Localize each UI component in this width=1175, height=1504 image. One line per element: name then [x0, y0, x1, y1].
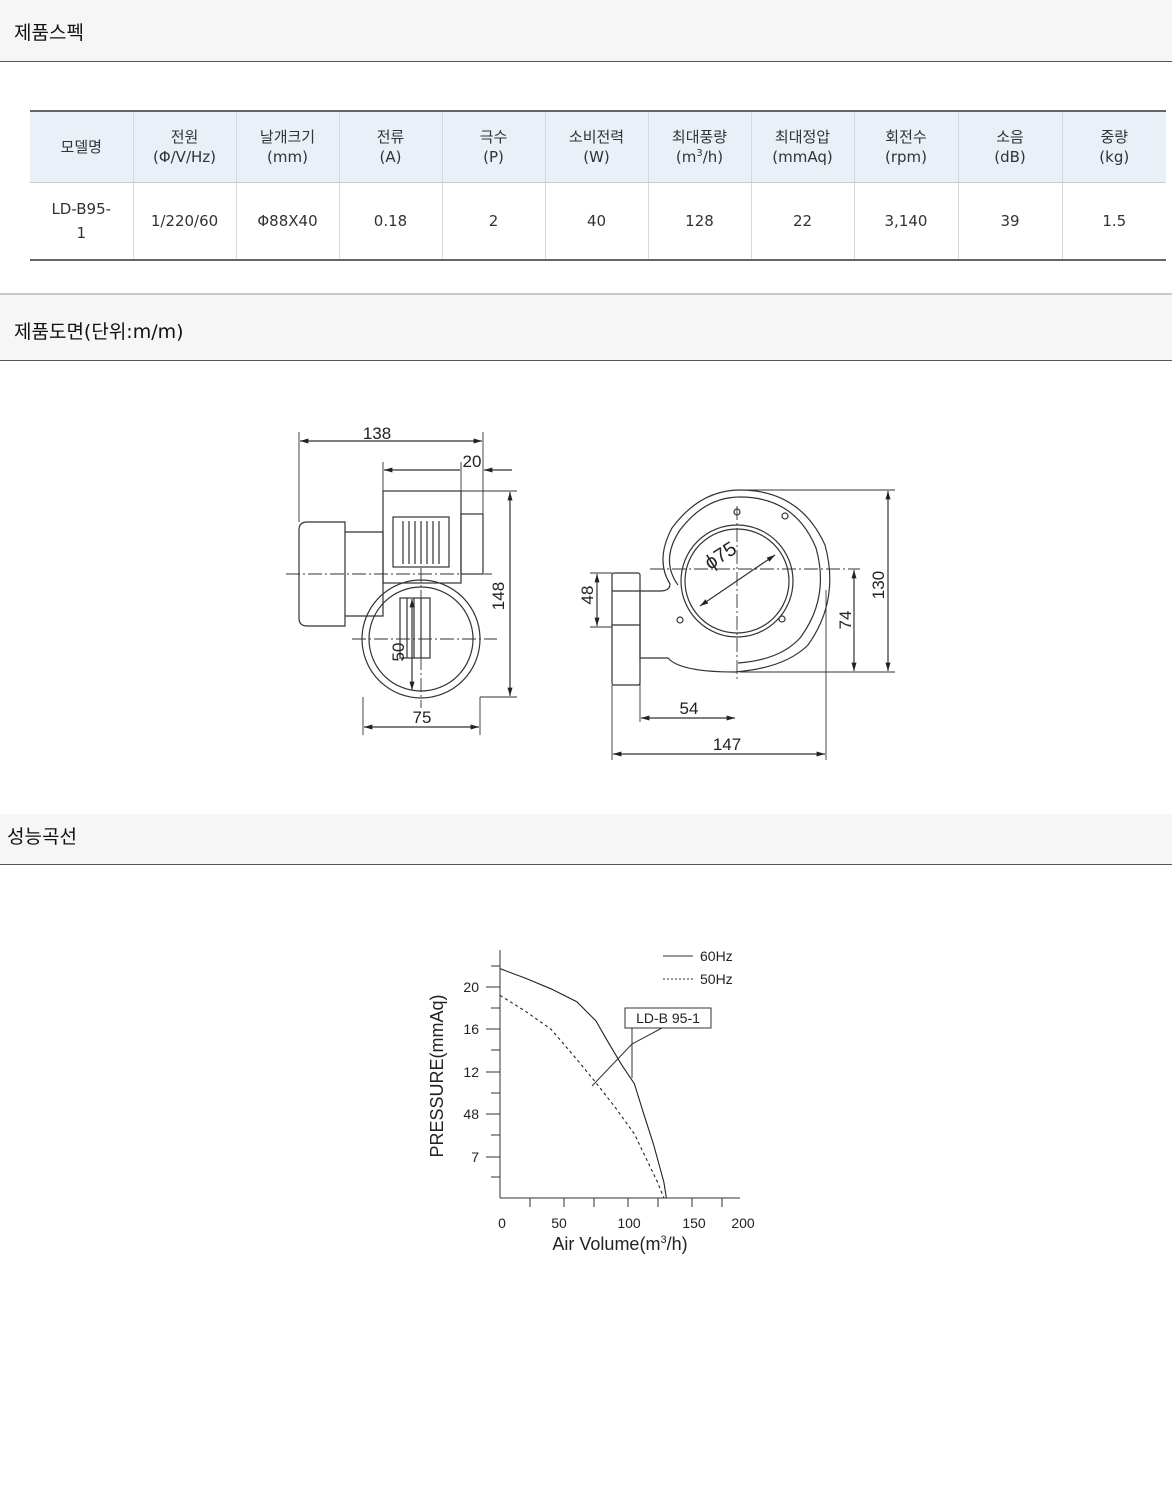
cell-weight: 1.5: [1102, 212, 1127, 230]
series-line-50hz: [499, 994, 665, 1199]
performance-curve-chart: 0 50 100 150 200 20 16 12 48 7 LD-B 95-1 60Hz 50…: [427, 948, 755, 1254]
x-tick-label: 150: [682, 1215, 706, 1231]
spec-section-title: 제품스펙: [14, 22, 84, 44]
cell-model: LD-B95-1: [30, 182, 134, 260]
header-max-static-pressure: 최대정압(mmAq): [751, 111, 855, 183]
dim-148: 148: [489, 582, 508, 610]
header-model: 모델명: [30, 111, 134, 183]
dim-48: 48: [578, 586, 597, 605]
dim-50: 50: [389, 643, 408, 662]
curve-section-title: 성능곡선: [7, 826, 77, 848]
fan-housing-side-outline: [382, 490, 484, 584]
header-power-supply: 전원(Φ/V/Hz): [133, 111, 237, 183]
cell-poles: 2: [442, 182, 546, 260]
spec-section-header: 제품스펙: [0, 0, 1172, 62]
y-tick-label: 48: [463, 1106, 479, 1122]
legend-label-60hz: 60Hz: [700, 948, 733, 964]
x-minor-ticks: [529, 1198, 723, 1207]
dim-138: 138: [363, 424, 391, 443]
y-minor-ticks: [491, 965, 500, 1178]
x-axis-label: Air Volume(m3/h): [552, 1234, 687, 1254]
side-view-centerlines: [286, 568, 497, 708]
cell-power-supply: 1/220/60: [133, 182, 237, 260]
curve-section-header: 성능곡선: [0, 814, 1172, 865]
y-tick-label: 12: [463, 1064, 479, 1080]
header-power-consumption: 소비전력(W): [545, 111, 649, 183]
x-tick-label: 200: [731, 1215, 755, 1231]
dim-20: 20: [463, 452, 482, 471]
cell-max-static-pressure: 22: [751, 182, 855, 260]
dim-line-phi75: [699, 554, 776, 607]
spec-table-header-row: 모델명 전원(Φ/V/Hz) 날개크기(mm) 전류(A) 극수(P) 소비전력…: [30, 111, 1166, 183]
dim-54: 54: [680, 699, 699, 718]
y-tick-label: 7: [471, 1149, 479, 1165]
table-row: LD-B95-1 1/220/60 Φ88X40 0.18 2 40 128 2…: [30, 182, 1166, 260]
cell-power-consumption: 40: [545, 182, 649, 260]
header-rpm: 회전수(rpm): [854, 111, 959, 183]
spec-table: 모델명 전원(Φ/V/Hz) 날개크기(mm) 전류(A) 극수(P) 소비전력…: [30, 110, 1166, 261]
x-tick-label: 100: [617, 1215, 641, 1231]
dim-74: 74: [836, 611, 855, 630]
header-poles: 극수(P): [442, 111, 546, 183]
legend: 60Hz 50Hz: [663, 948, 733, 987]
header-max-airflow: 최대풍량(m3/h): [648, 111, 752, 183]
x-tick-label: 50: [551, 1215, 567, 1231]
drawing-section-title: 제품도면(단위:m/m): [14, 321, 184, 343]
callout-label: LD-B 95-1: [636, 1010, 700, 1026]
x-tick-label: 0: [498, 1215, 506, 1231]
y-tick-label: 20: [463, 979, 479, 995]
fan-front-view-outline: [611, 489, 831, 686]
y-tick-label: 16: [463, 1021, 479, 1037]
header-current: 전류(A): [339, 111, 443, 183]
product-drawing: 138 20 148 50 75 ϕ75 48 130 74 54 147: [286, 424, 895, 760]
drawing-section-header: 제품도면(단위:m/m): [0, 293, 1172, 361]
cell-max-airflow: 128: [648, 182, 752, 260]
series-line-60hz: [499, 968, 667, 1199]
header-weight: 중량(kg): [1062, 111, 1166, 183]
dim-75: 75: [413, 708, 432, 727]
header-impeller-size: 날개크기(mm): [236, 111, 340, 183]
y-axis-label: PRESSURE(mmAq): [427, 994, 447, 1157]
dim-130: 130: [869, 571, 888, 599]
model-callout: LD-B 95-1: [591, 1007, 712, 1087]
dim-147: 147: [713, 735, 741, 754]
cell-impeller-size: Φ88X40: [236, 182, 340, 260]
cell-current: 0.18: [339, 182, 443, 260]
header-noise: 소음(dB): [958, 111, 1063, 183]
motor-body-outline: [298, 521, 384, 627]
legend-label-50hz: 50Hz: [700, 971, 733, 987]
cell-noise: 39: [958, 182, 1063, 260]
cell-rpm: 3,140: [854, 182, 959, 260]
